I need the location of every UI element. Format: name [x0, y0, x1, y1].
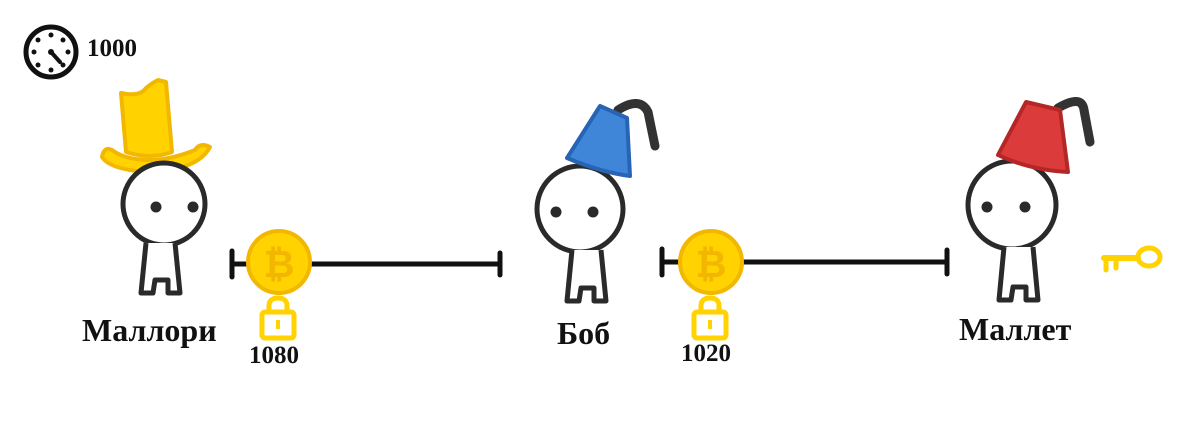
- svg-text:₿: ₿: [696, 242, 727, 286]
- channel-2: ₿: [659, 229, 950, 341]
- character-bob: [534, 99, 660, 304]
- channel-1: ₿: [229, 229, 503, 341]
- character-name-bob: Боб: [557, 315, 611, 351]
- top-hat-icon: [100, 78, 212, 174]
- svg-text:₿: ₿: [264, 242, 295, 286]
- timelock-value-2: 1020: [681, 340, 731, 367]
- clock-icon: [23, 24, 79, 80]
- clock-value: 1000: [87, 35, 137, 62]
- character-mallet: [965, 97, 1163, 303]
- bitcoin-icon: ₿: [678, 229, 744, 295]
- fez-icon: [565, 99, 660, 178]
- timelock-value-1: 1080: [249, 342, 299, 369]
- character-name-mallet: Маллет: [959, 311, 1072, 347]
- fez-icon: [996, 97, 1095, 174]
- character-name-mallory: Маллори: [82, 312, 217, 348]
- bitcoin-icon: ₿: [246, 229, 312, 295]
- lock-icon: [691, 295, 729, 341]
- key-icon: [1101, 245, 1163, 273]
- character-mallory: [100, 78, 212, 296]
- lock-icon: [259, 295, 297, 341]
